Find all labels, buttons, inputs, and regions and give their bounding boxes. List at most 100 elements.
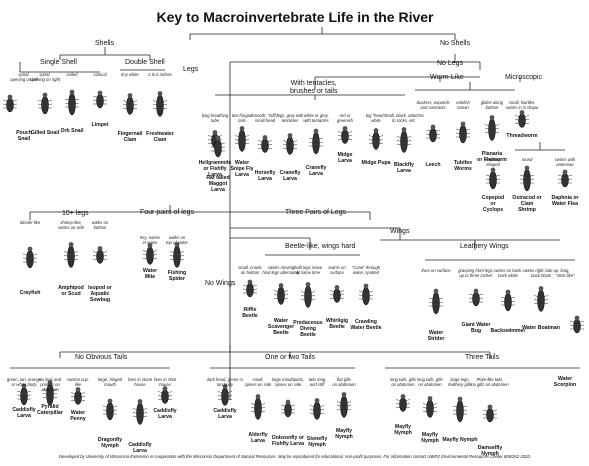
organism-description: tiny white — [121, 72, 139, 77]
organism-description: long, "stick-like" — [555, 268, 575, 278]
branch-worm-like: Worm-Like — [430, 74, 464, 81]
branch-beetle-like: Beetle-like, wings hard — [285, 243, 356, 250]
organism-description: small, black, attaches to rocks, etc. — [383, 113, 425, 123]
organism-illustration — [557, 169, 573, 188]
branch-no-obvious-tails: No Obvious Tails — [75, 354, 128, 361]
organism-illustration — [169, 242, 185, 268]
organism-description: both legs move at same time — [293, 265, 323, 275]
organism-illustration — [234, 126, 250, 152]
organism-description: walks on bottom — [91, 220, 109, 230]
organism-name: Midge Larva — [337, 152, 353, 164]
organism-description: reddish brown — [456, 100, 470, 110]
organism-description: swims on back, back white — [493, 268, 523, 278]
organism-description: conical — [93, 72, 107, 77]
branch-legs: Legs — [183, 66, 199, 73]
organism-description: small, hairlike, swims in S shape — [505, 100, 539, 110]
organism-description: 2 to 6 inches — [148, 72, 172, 77]
organism-illustration — [70, 387, 86, 405]
credit-line: Developed by University of Wisconsin-Ext… — [59, 454, 531, 459]
organism-description: teardrop shaped — [485, 157, 501, 167]
organism-description: big "head," white — [365, 113, 387, 123]
organism-illustration — [257, 135, 273, 153]
organism-name: Horsefly Larva — [254, 170, 276, 182]
organism-name: Caddisfly Larva — [128, 442, 152, 454]
organism-illustration — [308, 128, 324, 155]
branch-wings: Wings — [390, 228, 410, 235]
branch-three-tails: Three Tails — [465, 354, 500, 361]
organism-description: swims on surface — [328, 265, 346, 275]
organism-description: smooth, "stiff," small head — [251, 113, 279, 123]
organism-illustration — [519, 165, 535, 192]
organism-illustration — [102, 398, 118, 421]
organism-illustration — [425, 124, 441, 143]
organism-name: Whirligig Beetle — [325, 318, 349, 330]
organism-description: large mouthparts, spines on side — [271, 377, 305, 387]
organism-illustration — [142, 243, 158, 265]
organism-illustration — [92, 90, 108, 109]
organism-description: long breathing tube — [201, 113, 229, 123]
organism-name: Water Boatman — [522, 325, 560, 331]
organism-description: lives on surface — [421, 268, 451, 273]
organism-name: Fishing Spider — [167, 270, 187, 282]
organism-name: Predaceous Diving Beetle — [293, 320, 323, 338]
organism-illustration — [428, 288, 444, 315]
branch-four-pairs-of-legs: Four pairs of legs — [140, 209, 195, 216]
branch-with-tentacles: With tentacles, brushes or tails — [290, 80, 338, 95]
organism-description: large legs, feathery gills — [448, 377, 472, 387]
organism-name: Freshwater Clam — [146, 131, 174, 143]
organism-description: swims with antennae — [554, 157, 576, 167]
organism-illustration — [329, 285, 345, 303]
organism-illustration — [122, 93, 138, 115]
organism-illustration — [242, 279, 258, 298]
organism-illustration — [16, 383, 32, 406]
organism-illustration — [157, 386, 173, 404]
organism-illustration — [309, 398, 325, 420]
organism-illustration — [368, 128, 384, 150]
organism-description: grasping front legs, up to three inches — [458, 268, 494, 278]
organism-name: Daphnia or Water Flea — [551, 195, 579, 207]
organism-illustration — [250, 394, 266, 420]
branch-three-pairs-of-legs: Three Pairs of Legs — [285, 209, 347, 216]
organism-illustration — [396, 127, 412, 153]
branch-one-or-two-tails: One or two Tails — [265, 354, 316, 361]
organism-name: Riffle Beetle — [242, 307, 258, 319]
organism-illustration — [273, 283, 289, 305]
organism-name: Orb Snail — [60, 128, 84, 134]
organism-name: Crawling Water Beetle — [350, 319, 382, 331]
organism-name: Limpet — [91, 122, 109, 128]
organism-illustration — [533, 286, 549, 312]
organism-name: Isopod or Aquatic Sowbug — [88, 285, 112, 303]
organism-name: Caddisfly Larva — [153, 408, 177, 420]
organism-description: large, hinged mouth — [97, 377, 123, 387]
organism-illustration — [282, 133, 298, 155]
organism-description: legs, grey with tentacles — [276, 113, 304, 123]
organism-illustration — [2, 94, 18, 113]
organism-name: Cranefly Larva — [279, 170, 301, 182]
branch-double-shell: Double Shell — [125, 59, 165, 66]
organism-description: long tails, gills on abdomen — [416, 377, 444, 387]
branch-shells: Shells — [95, 40, 115, 47]
organism-illustration — [514, 110, 530, 128]
organism-illustration — [484, 115, 500, 141]
organism-description: green, tan, orange or white body — [6, 377, 42, 387]
organism-description: spiral, opening on right — [29, 72, 61, 82]
organism-illustration — [500, 289, 516, 312]
organism-illustration — [280, 399, 296, 418]
organism-description: Suckers, expands and contracts — [416, 100, 450, 110]
organism-name: Hellgrammite or Fishfly Larva — [198, 160, 232, 178]
organism-name: Gilled Snail — [30, 130, 60, 136]
organism-name: Blackfly Larva — [394, 162, 414, 174]
organism-name: Mayfly Nymph — [335, 428, 353, 440]
organism-name: Water Scorpion — [553, 376, 577, 388]
organism-illustration — [468, 288, 484, 307]
organism-illustration — [455, 121, 471, 144]
organism-illustration — [37, 92, 53, 115]
organism-description: "Cone" through water, spotted — [351, 265, 381, 275]
organism-illustration — [132, 399, 148, 425]
organism-name: Dobsonfly or Fishfly Larva — [271, 435, 304, 447]
organism-description: lives in stick house — [153, 377, 177, 387]
organism-illustration — [152, 91, 168, 117]
branch-no-wings: No Wings — [205, 280, 236, 287]
organism-description: dark head, green or tan body — [206, 377, 244, 387]
